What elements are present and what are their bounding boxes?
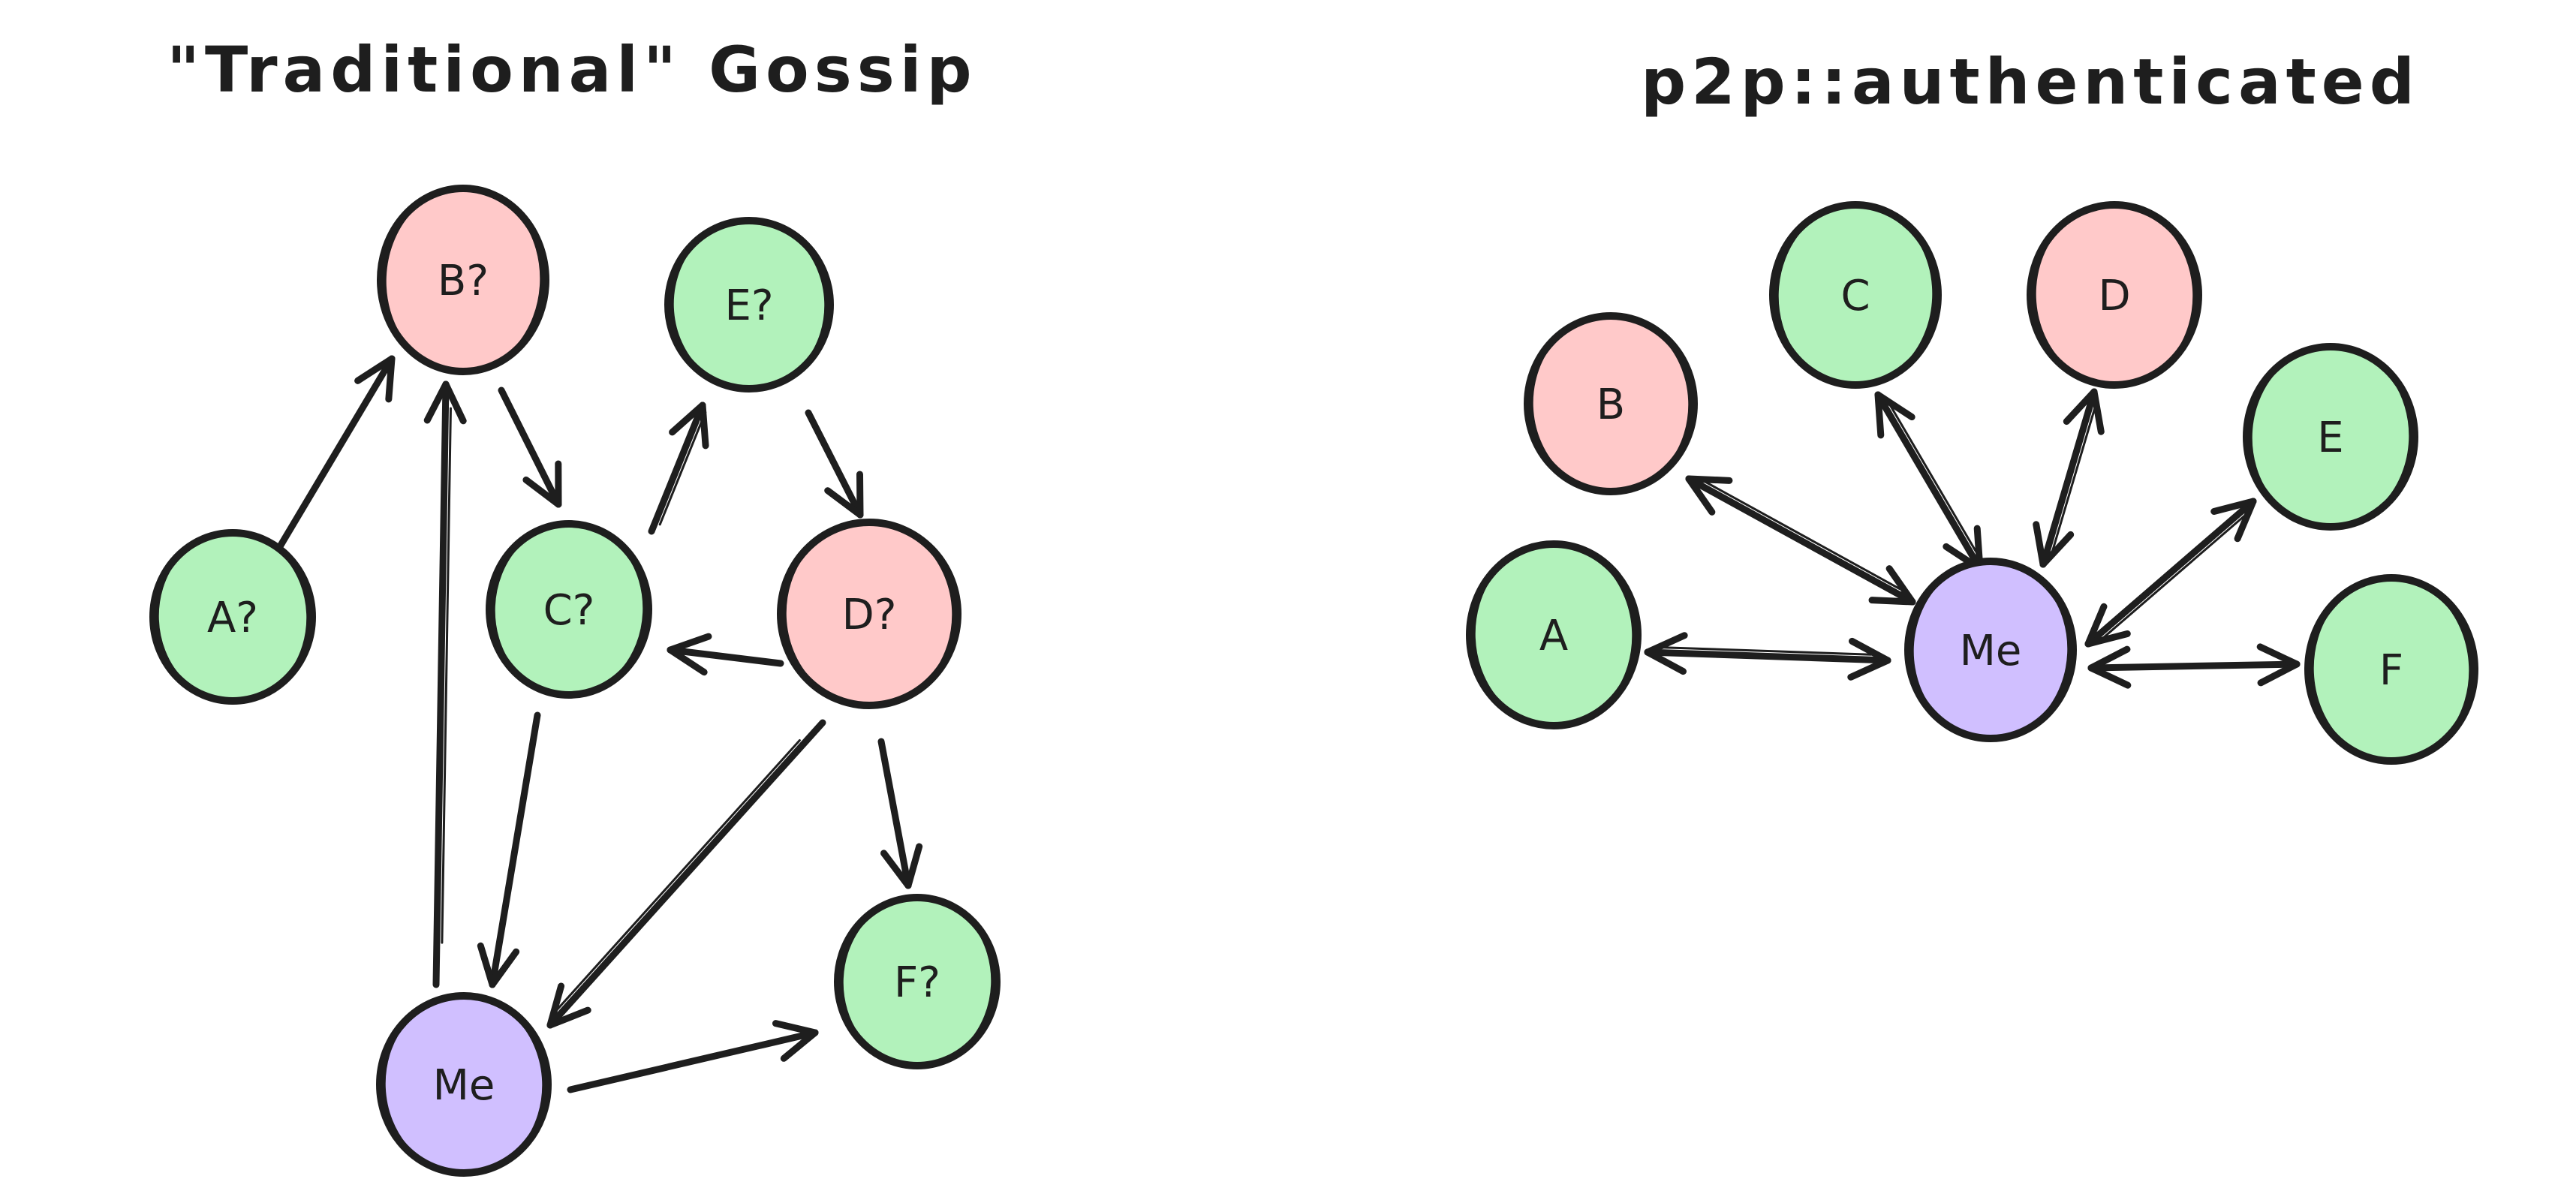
- node-circle: [2027, 201, 2202, 389]
- node-right-F: F: [2304, 574, 2478, 765]
- node-label: A?: [207, 594, 258, 642]
- node-label: E: [2317, 414, 2343, 462]
- edge-Me-D: [2033, 388, 2105, 568]
- node-circle-sketch-pass: [1911, 558, 2070, 741]
- node-left-Me: Me: [376, 992, 552, 1177]
- node-circle-sketch-pass: [1473, 541, 1635, 729]
- edge-Me-E: [2084, 498, 2257, 648]
- node-circle: [376, 992, 552, 1177]
- node-right-C: C: [1769, 201, 1942, 389]
- right-diagram-title: p2p::authenticated: [1641, 45, 2420, 119]
- edge-Me-A: [1644, 632, 1891, 681]
- node-label: E?: [724, 281, 773, 330]
- node-right-E: E: [2243, 343, 2418, 531]
- node-label: Me: [433, 1061, 495, 1110]
- edge-E-D: [805, 409, 864, 519]
- node-left-D: D?: [777, 519, 961, 709]
- edge-C-Me: [477, 711, 541, 988]
- node-label: B?: [438, 257, 489, 305]
- node-label: Me: [1960, 627, 2022, 675]
- node-left-F: F?: [834, 894, 1001, 1069]
- edge-A-B: [266, 355, 396, 567]
- node-right-Me: Me: [1904, 558, 2077, 742]
- node-label: F: [2379, 646, 2403, 695]
- node-circle: [834, 894, 1001, 1069]
- left-diagram-title: "Traditional" Gossip: [167, 33, 977, 107]
- node-circle: [664, 217, 834, 392]
- node-circle-sketch-pass: [383, 993, 545, 1176]
- node-circle-sketch-pass: [1776, 202, 1935, 388]
- edge-D-C: [667, 633, 784, 676]
- node-right-D: D: [2027, 201, 2202, 389]
- edge-C-E: [648, 402, 709, 535]
- node-circle: [2243, 343, 2418, 531]
- traditional-gossip-diagram: A? B? E? C? D? F? Me: [149, 185, 1001, 1177]
- node-circle-sketch-pass: [1530, 313, 1691, 495]
- p2p-authenticated-diagram: B C D E A Me F: [1466, 201, 2478, 765]
- node-right-B: B: [1524, 312, 1698, 495]
- node-circle: [1904, 558, 2077, 742]
- node-circle-sketch-pass: [671, 218, 827, 392]
- node-circle-sketch-pass: [492, 521, 646, 698]
- edge-D-Me: [546, 719, 826, 1029]
- node-label: B: [1596, 380, 1625, 429]
- node-circle-sketch-pass: [2249, 344, 2412, 530]
- node-circle-sketch-pass: [2311, 575, 2472, 764]
- node-circle: [2304, 574, 2478, 765]
- edge-Me-F: [567, 1020, 819, 1093]
- node-circle: [486, 520, 652, 699]
- node-circle: [149, 529, 316, 705]
- node-label: D?: [842, 591, 897, 639]
- node-right-A: A: [1466, 540, 1642, 729]
- node-circle: [1769, 201, 1942, 389]
- node-circle-sketch-pass: [156, 530, 309, 704]
- node-circle-sketch-pass: [841, 895, 994, 1069]
- edge-Me-B: [423, 380, 467, 988]
- node-label: A: [1539, 612, 1568, 660]
- node-label: F?: [894, 958, 940, 1007]
- edge-Me-C: [1874, 391, 1984, 573]
- node-circle-sketch-pass: [2033, 202, 2195, 388]
- node-circle: [1466, 540, 1642, 729]
- node-left-B: B?: [377, 185, 549, 375]
- node-circle-sketch-pass: [784, 519, 955, 708]
- node-label: C: [1840, 272, 1870, 320]
- edge-B-C: [498, 386, 562, 508]
- edge-D-F: [877, 738, 923, 889]
- node-circle: [777, 519, 961, 709]
- edge-Me-F: [2087, 643, 2301, 689]
- node-circle: [377, 185, 549, 375]
- node-circle: [1524, 312, 1698, 495]
- node-left-A: A?: [149, 529, 316, 705]
- node-left-C: C?: [486, 520, 652, 699]
- node-label: D: [2098, 272, 2130, 320]
- edge-Me-B: [1685, 475, 1916, 606]
- node-left-E: E?: [664, 217, 834, 392]
- node-circle-sketch-pass: [384, 185, 543, 374]
- node-label: C?: [543, 586, 595, 635]
